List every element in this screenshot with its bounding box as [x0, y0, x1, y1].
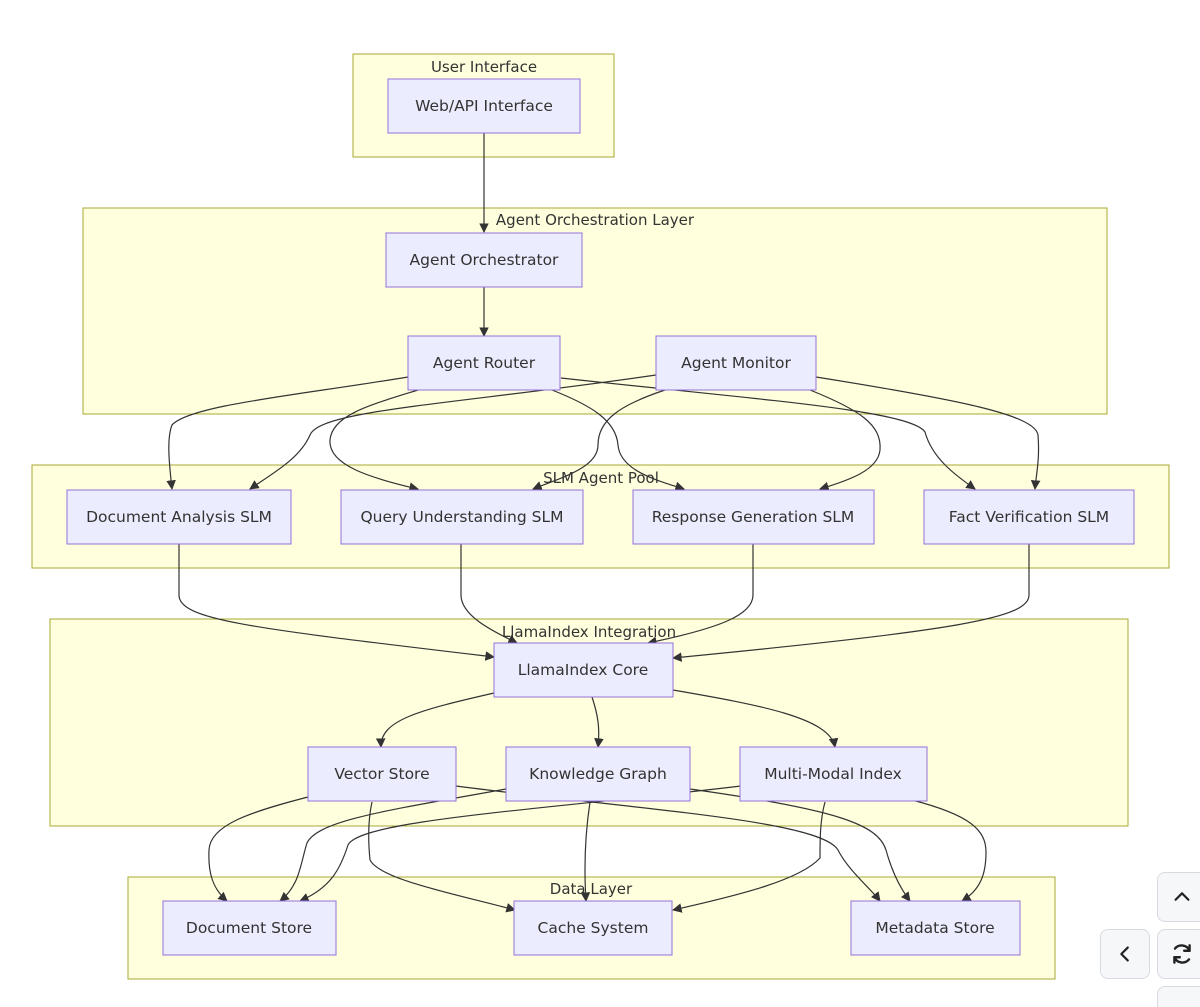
edge-monitor-to-query-understanding	[532, 389, 666, 491]
edge-router-to-query-understanding	[329, 389, 419, 492]
node-knowledge-graph[interactable]: Knowledge Graph	[505, 746, 691, 802]
pan-down-button[interactable]	[1157, 986, 1200, 1007]
edge-document-analysis-to-llamaindex-core	[178, 544, 495, 661]
node-agent-router[interactable]: Agent Router	[407, 335, 561, 391]
node-label: Document Analysis SLM	[86, 508, 272, 526]
edge-monitor-to-document-analysis	[249, 374, 657, 490]
edge-monitor-to-fact-verification	[815, 376, 1041, 490]
node-fact-verification-slm[interactable]: Fact Verification SLM	[923, 489, 1135, 545]
edge-multi-modal-index-to-cache-system	[672, 801, 826, 913]
node-agent-orchestrator[interactable]: Agent Orchestrator	[385, 232, 583, 288]
edge-response-generation-to-llamaindex-core	[647, 544, 754, 646]
node-label: Document Store	[186, 919, 312, 937]
node-label: LlamaIndex Core	[518, 661, 649, 679]
node-label: Knowledge Graph	[529, 765, 667, 783]
node-label: Multi-Modal Index	[764, 765, 902, 783]
node-agent-monitor[interactable]: Agent Monitor	[655, 335, 817, 391]
node-label: Cache System	[538, 919, 649, 937]
edge-knowledge-graph-to-cache-system	[580, 801, 591, 902]
cluster-label: Agent Orchestration Layer	[496, 211, 695, 229]
node-label: Agent Monitor	[681, 354, 791, 372]
reset-view-button[interactable]	[1157, 929, 1200, 979]
edges	[166, 133, 1041, 913]
chevron-left-icon	[1120, 946, 1129, 962]
node-metadata-store[interactable]: Metadata Store	[850, 900, 1021, 956]
node-label: Query Understanding SLM	[360, 508, 563, 526]
edge-llamaindex-core-to-vector-store	[375, 692, 495, 748]
edge-fact-verification-to-llamaindex-core	[672, 544, 1030, 662]
node-label: Fact Verification SLM	[949, 508, 1109, 526]
chevron-down-icon	[1171, 1000, 1193, 1007]
node-label: Metadata Store	[875, 919, 994, 937]
node-web-api-interface[interactable]: Web/API Interface	[387, 78, 581, 134]
edge-router-to-fact-verification	[560, 377, 976, 490]
node-llamaindex-core[interactable]: LlamaIndex Core	[493, 642, 674, 698]
pan-left-button[interactable]	[1100, 929, 1150, 979]
refresh-icon	[1173, 944, 1191, 964]
edge-multi-modal-index-to-metadata-store	[911, 799, 987, 902]
node-document-analysis-slm[interactable]: Document Analysis SLM	[66, 489, 292, 545]
node-multi-modal-index[interactable]: Multi-Modal Index	[739, 746, 928, 802]
cluster-label: LlamaIndex Integration	[502, 623, 676, 641]
node-label: Agent Orchestrator	[410, 251, 560, 269]
node-document-store[interactable]: Document Store	[162, 900, 337, 956]
edge-llamaindex-core-to-knowledge-graph	[591, 696, 604, 748]
cluster-label: User Interface	[431, 58, 537, 76]
node-cache-system[interactable]: Cache System	[513, 900, 673, 956]
node-label: Web/API Interface	[415, 97, 553, 115]
edge-knowledge-graph-to-metadata-store	[689, 788, 911, 902]
edge-llamaindex-core-to-multi-modal-index	[672, 689, 839, 748]
edge-router-to-response-generation	[551, 389, 685, 492]
chevron-up-icon	[1174, 892, 1190, 901]
edge-vector-store-to-cache-system	[368, 801, 516, 913]
edge-router-to-document-analysis	[166, 376, 409, 490]
node-label: Vector Store	[334, 765, 429, 783]
node-query-understanding-slm[interactable]: Query Understanding SLM	[340, 489, 584, 545]
node-label: Response Generation SLM	[652, 508, 855, 526]
node-label: Agent Router	[433, 354, 536, 372]
node-vector-store[interactable]: Vector Store	[307, 746, 457, 802]
pan-up-button[interactable]	[1157, 872, 1200, 922]
edge-knowledge-graph-to-document-store	[279, 788, 507, 902]
cluster-label: Data Layer	[550, 880, 633, 898]
edge-vector-store-to-document-store	[208, 796, 309, 902]
edge-monitor-to-response-generation	[809, 389, 881, 492]
edge-query-understanding-to-llamaindex-core	[460, 544, 518, 644]
node-response-generation-slm[interactable]: Response Generation SLM	[632, 489, 875, 545]
cluster-agent-orchestration-layer: Agent Orchestration Layer	[82, 207, 1108, 415]
